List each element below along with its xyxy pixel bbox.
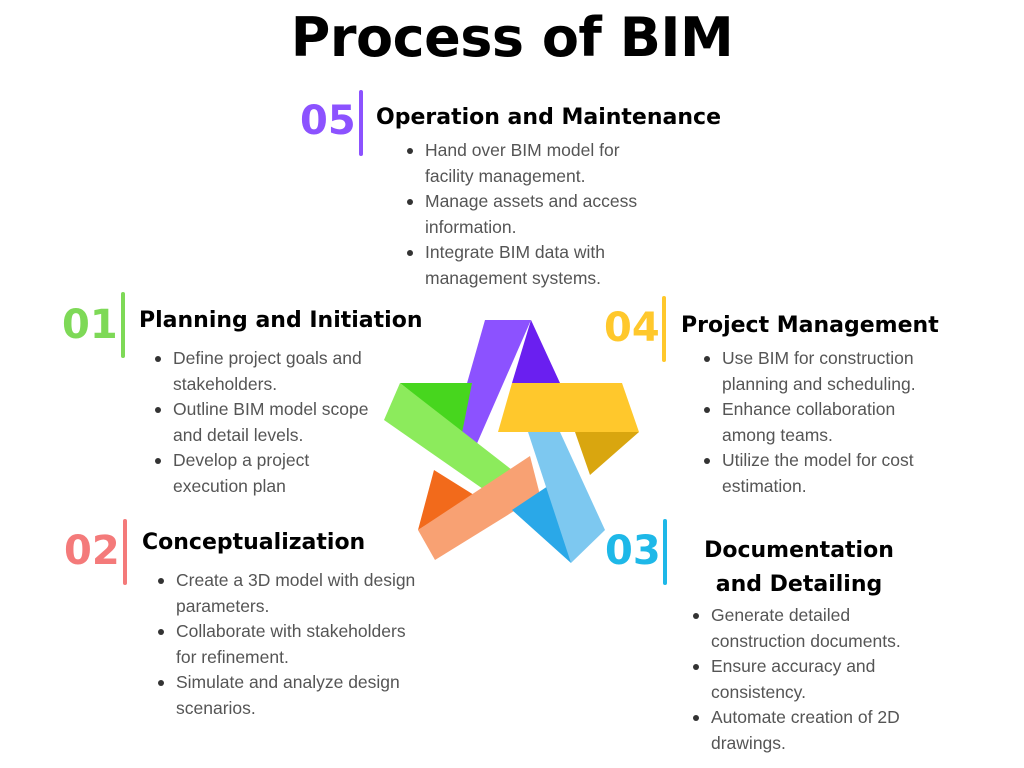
step-number: 02 [64, 528, 120, 574]
step-divider [123, 519, 127, 585]
step-heading: Conceptualization [142, 530, 366, 555]
star-purple-shade [512, 320, 560, 383]
step-number: 01 [62, 302, 118, 348]
step-bullets: Create a 3D model with design parameters… [156, 568, 426, 721]
bullet-item: Use BIM for construction planning and sc… [702, 346, 942, 397]
bullet-item: Collaborate with stakeholders for refine… [156, 619, 426, 670]
step-bullets: Use BIM for construction planning and sc… [702, 346, 942, 499]
star-blue-band [528, 432, 605, 563]
step-number: 03 [605, 528, 661, 574]
step-heading: Project Management [681, 313, 939, 338]
star-yellow-band [498, 383, 639, 432]
step-heading: Planning and Initiation [139, 308, 423, 333]
step-bullets: Generate detailed construction documents… [691, 603, 931, 756]
step-number: 05 [300, 98, 356, 144]
star-orange-band [418, 456, 540, 560]
bullet-item: Ensure accuracy and consistency. [691, 654, 931, 705]
bullet-item: Hand over BIM model for facility managem… [405, 138, 655, 189]
bullet-item: Manage assets and access information. [405, 189, 655, 240]
bullet-item: Generate detailed construction documents… [691, 603, 931, 654]
bullet-item: Create a 3D model with design parameters… [156, 568, 426, 619]
star-green-band [384, 383, 512, 498]
step-heading: Documentation and Detailing [704, 538, 894, 597]
page-title: Process of BIM [290, 6, 734, 69]
bullet-item: Utilize the model for cost estimation. [702, 448, 942, 499]
bullet-item: Develop a project execution plan [153, 448, 388, 499]
step-divider [663, 519, 667, 585]
star-yellow-shade [575, 432, 639, 475]
step-bullets: Hand over BIM model for facility managem… [405, 138, 655, 291]
bullet-item: Simulate and analyze design scenarios. [156, 670, 426, 721]
bullet-item: Automate creation of 2D drawings. [691, 705, 931, 756]
star-green-shade [400, 383, 472, 433]
step-number: 04 [604, 305, 660, 351]
bullet-item: Integrate BIM data with management syste… [405, 240, 655, 291]
star-purple-band [450, 320, 531, 448]
bullet-item: Enhance collaboration among teams. [702, 397, 942, 448]
star-orange-shade [418, 470, 474, 530]
step-heading: Operation and Maintenance [376, 105, 721, 130]
woven-star-graphic [384, 320, 639, 563]
step-divider [121, 292, 125, 358]
bullet-item: Outline BIM model scope and detail level… [153, 397, 388, 448]
bullet-item: Define project goals and stakeholders. [153, 346, 388, 397]
step-divider [662, 296, 666, 362]
step-bullets: Define project goals and stakeholders. O… [153, 346, 388, 499]
step-divider [359, 90, 363, 156]
